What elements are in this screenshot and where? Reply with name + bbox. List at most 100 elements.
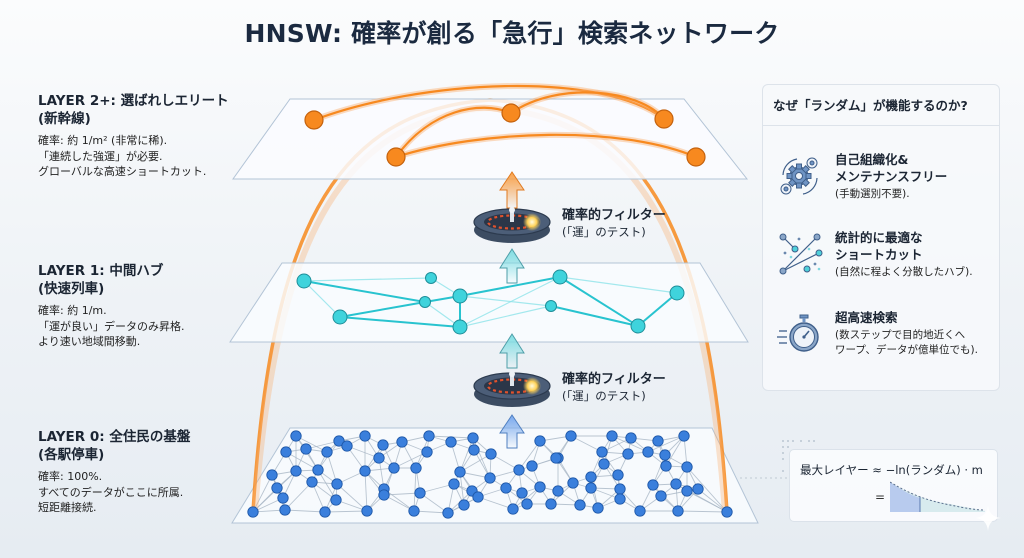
layer-0-node xyxy=(660,460,672,472)
layer-1-edge xyxy=(559,276,639,327)
feature-description: ワープ、データが億単位でも). xyxy=(835,344,978,356)
page-title: HNSW: 確率が創る「急行」検索ネットワーク xyxy=(244,19,780,48)
why-random-panel: なぜ「ランダム」が機能するのか? 自己組織化& メ xyxy=(762,84,1000,391)
layer-0-edge xyxy=(518,440,541,471)
layer-2-node xyxy=(386,147,406,167)
layer-0-node xyxy=(300,443,312,455)
layer-2-node xyxy=(304,110,324,130)
layer-0-edge xyxy=(413,510,449,514)
layer-1-edge xyxy=(459,276,561,297)
layer-0-node xyxy=(534,435,546,447)
panel-heading: なぜ「ランダム」が機能するのか? xyxy=(763,85,999,126)
formula-text: 最大レイヤー ≈ −ln(ランダム) · m xyxy=(800,463,983,477)
layer-0-node xyxy=(280,446,292,458)
layer-1-edges xyxy=(303,276,678,328)
filter-subtitle: (「運」のテスト) xyxy=(562,225,646,239)
layer-1-edge xyxy=(303,280,426,303)
layer-0-node xyxy=(596,446,608,458)
layer-0-node xyxy=(672,505,684,517)
feature-description: (手動選別不要). xyxy=(835,188,910,200)
layer-0-node xyxy=(359,430,371,442)
layer-0-node xyxy=(545,498,557,510)
filter-label-upper: 確率的フィルター (「運」のテスト) xyxy=(562,207,666,241)
layer-0-node xyxy=(692,483,704,495)
sparkle-icon xyxy=(975,505,1001,531)
layer-0-node xyxy=(359,465,371,477)
layer-0-node xyxy=(312,464,324,476)
layer-0-node xyxy=(585,471,597,483)
layer-0-node xyxy=(266,469,278,481)
layer-0-edge xyxy=(295,435,328,453)
layer-2-subheading: (新幹線) xyxy=(38,111,91,127)
layer-0-line: 確率: 100%. xyxy=(38,470,103,483)
layer-0-edge xyxy=(383,492,421,496)
layer-0-node xyxy=(319,506,331,518)
layer-0-node xyxy=(642,446,654,458)
layer-0-node xyxy=(454,466,466,478)
layer-1-node xyxy=(669,285,685,301)
feature-title: 超高速検索 xyxy=(835,310,898,325)
layer-0-edge xyxy=(677,510,728,513)
filter-label-lower: 確率的フィルター (「運」のテスト) xyxy=(562,371,666,405)
layer-0-node xyxy=(331,478,343,490)
roulette-filter-icon xyxy=(473,371,551,407)
layer-0-node xyxy=(467,432,479,444)
layer-0-node xyxy=(484,472,496,484)
decorative-dots xyxy=(782,440,815,472)
layer-0-node xyxy=(330,494,342,506)
layer-0-node xyxy=(652,435,664,447)
layer-0-edge xyxy=(477,496,514,510)
layer-0-edge xyxy=(305,440,340,450)
layer-0-node xyxy=(408,505,420,517)
layer-0-node xyxy=(373,452,385,464)
layer-0-edge xyxy=(284,481,313,511)
layer-0-edge xyxy=(393,451,428,469)
layer-0-node xyxy=(513,464,525,476)
layer-0-node xyxy=(377,439,389,451)
layer-0-node xyxy=(550,452,562,464)
layer-1-node xyxy=(630,318,646,334)
layer-0-node xyxy=(614,493,626,505)
layer-0-node xyxy=(534,481,546,493)
layer-2-line: 「連続した強運」が必要. xyxy=(38,149,163,163)
layer-0-node xyxy=(247,506,259,518)
layer-0-node xyxy=(378,489,390,501)
layer-0-edge xyxy=(364,470,368,512)
layer-1-edge xyxy=(339,301,426,318)
layer-0-node xyxy=(333,435,345,447)
layer-0-node xyxy=(277,492,289,504)
layer-0-node xyxy=(552,485,564,497)
layer-0-node xyxy=(681,485,693,497)
layer-0-node xyxy=(321,446,333,458)
layer-0-node xyxy=(396,436,408,448)
up-arrow-to-filter-2 xyxy=(499,414,525,449)
feature-title: メンテナンスフリー xyxy=(835,169,948,184)
filter-subtitle: (「運」のテスト) xyxy=(562,389,646,403)
layer-0-node xyxy=(421,446,433,458)
layer-1-node xyxy=(452,288,468,304)
layer-0-edge xyxy=(419,492,449,514)
feature-optimal-shortcut: 統計的に最適な ショートカット (自然に程よく分散したハブ). xyxy=(775,229,995,299)
layer-0-node xyxy=(655,490,667,502)
layer-2-edge xyxy=(510,91,665,120)
layer-0-node xyxy=(485,448,497,460)
layer-1-heading: LAYER 1: 中間ハブ xyxy=(38,263,164,279)
layer-1-nodes xyxy=(296,269,685,335)
layer-1-node xyxy=(419,296,431,308)
layer-1-edge xyxy=(459,295,552,307)
layer-0-node xyxy=(414,487,426,499)
layer-2-node xyxy=(501,103,521,123)
layer-0-edge xyxy=(285,451,319,471)
layer-0-edge xyxy=(383,494,415,512)
layer-0-edge xyxy=(647,435,685,453)
layer-0-node xyxy=(598,458,610,470)
layer-0-node xyxy=(507,503,519,515)
filter-title: 確率的フィルター xyxy=(562,208,666,223)
layer-1-line: 確率: 約 1/m. xyxy=(38,304,107,317)
layer-1-node xyxy=(452,319,468,335)
layer-0-node xyxy=(622,448,634,460)
layer-0-node xyxy=(290,430,302,442)
layer-0-node xyxy=(681,461,693,473)
layer-0-edge xyxy=(459,437,474,473)
